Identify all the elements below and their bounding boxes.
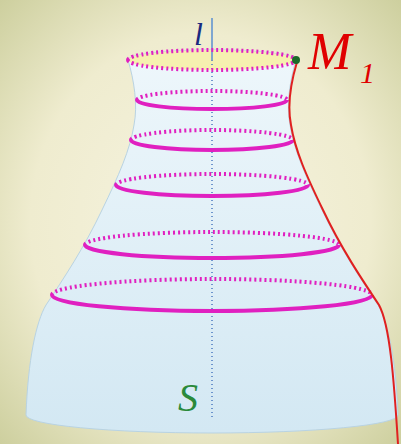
point-subscript: 1 (360, 58, 375, 88)
surface-of-revolution (26, 50, 398, 433)
parallel-circles (52, 50, 372, 311)
meridian-curve (289, 62, 398, 444)
surface-label: S (178, 378, 198, 418)
point-dot (292, 56, 300, 64)
point-label: M (308, 26, 351, 78)
axis-line (211, 60, 213, 418)
axis-label: l (194, 18, 203, 50)
axis-line (211, 18, 213, 60)
